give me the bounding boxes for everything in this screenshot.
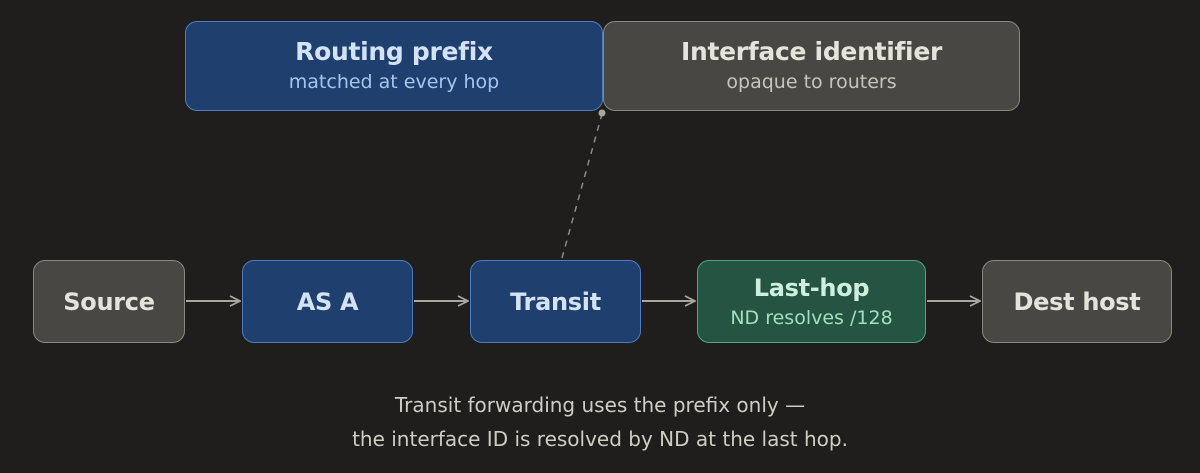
dashed-link-endpoint [598,109,606,117]
node-last-hop: Last-hop ND resolves /128 [697,260,926,343]
node-last-hop-label: Last-hop [753,273,870,302]
node-last-hop-sublabel: ND resolves /128 [730,306,893,329]
node-transit: Transit [470,260,641,343]
interface-identifier-subtitle: opaque to routers [726,71,897,93]
caption-line-1: Transit forwarding uses the prefix only … [394,393,806,417]
caption-line-2: the interface ID is resolved by ND at th… [352,427,848,451]
routing-prefix-title: Routing prefix [295,37,493,66]
node-as-a-label: AS A [296,287,359,316]
node-transit-label: Transit [510,287,601,316]
node-as-a: AS A [242,260,413,343]
node-dest-host-label: Dest host [1013,287,1141,316]
interface-identifier-box: Interface identifier opaque to routers [603,21,1020,111]
node-source: Source [33,260,185,343]
node-source-label: Source [63,287,155,316]
routing-prefix-box: Routing prefix matched at every hop [185,21,603,111]
node-dest-host: Dest host [982,260,1172,343]
interface-identifier-title: Interface identifier [680,37,943,66]
routing-prefix-subtitle: matched at every hop [288,71,500,93]
dashed-link-transit-to-prefix-boundary [561,113,603,259]
